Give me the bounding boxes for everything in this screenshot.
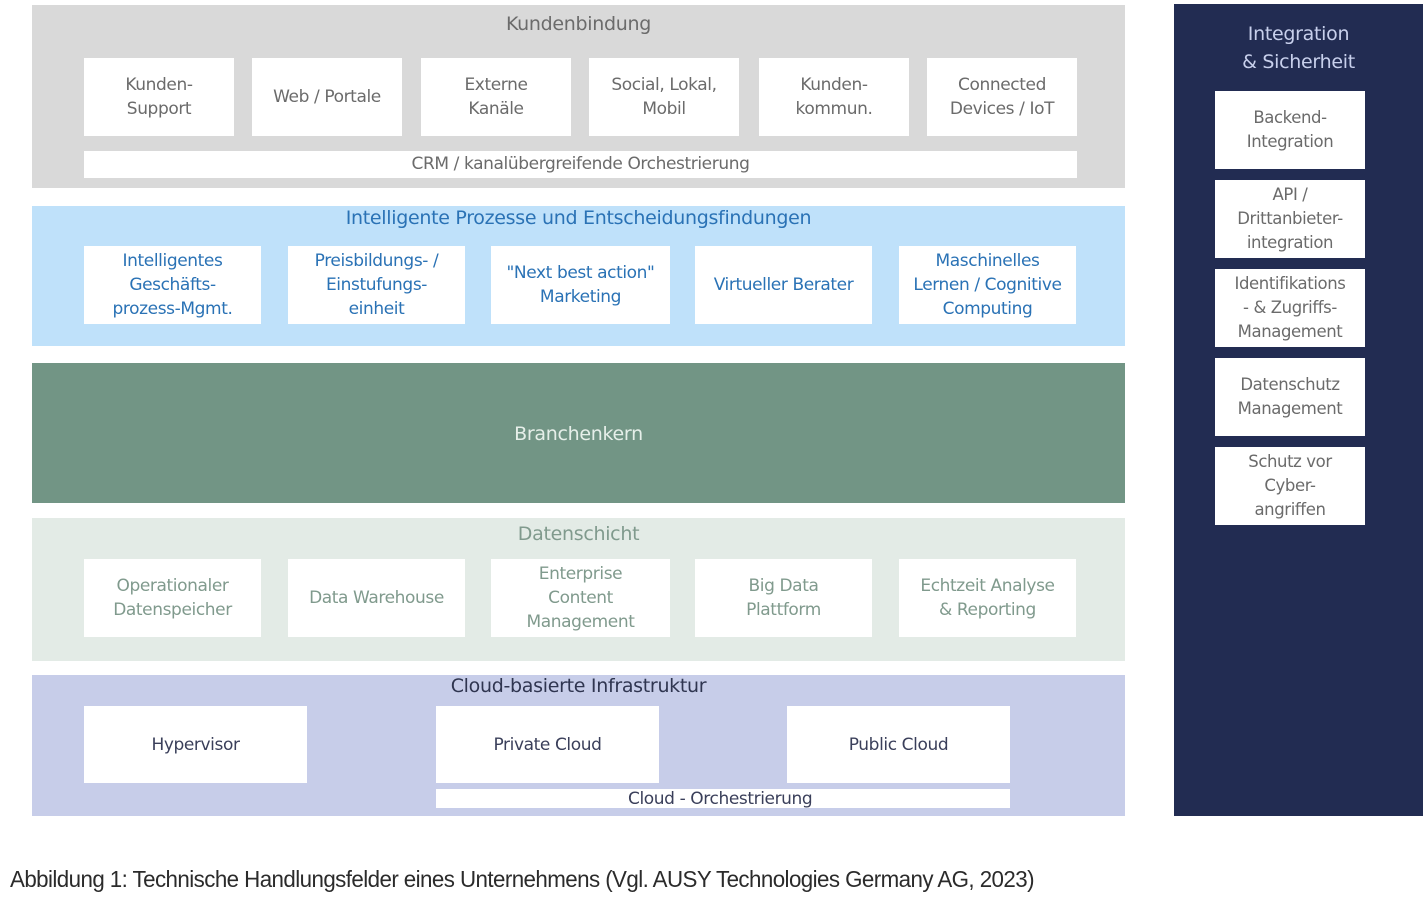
box-preisbildung: Preisbildungs- / Einstufungs- einheit xyxy=(288,246,465,324)
box-connected-devices: Connected Devices / IoT xyxy=(927,58,1077,136)
box-big-data-plattform: Big Data Plattform xyxy=(695,559,872,637)
box-echtzeit-analyse: Echtzeit Analyse & Reporting xyxy=(899,559,1076,637)
box-maschinelles-lernen: Maschinelles Lernen / Cognitive Computin… xyxy=(899,246,1076,324)
box-social-lokal-mobil: Social, Lokal, Mobil xyxy=(589,58,739,136)
box-cyberschutz: Schutz vor Cyber- angriffen xyxy=(1215,447,1365,525)
layer-kundenbindung: Kundenbindung Kunden- Support Web / Port… xyxy=(32,5,1125,188)
layer-branchenkern: Branchenkern xyxy=(32,363,1125,503)
box-public-cloud: Public Cloud xyxy=(787,706,1010,783)
bar-cloud-orchestrierung: Cloud - Orchestrierung xyxy=(436,789,1010,809)
box-datenschutz: Datenschutz Management xyxy=(1215,358,1365,436)
layer-datenschicht: Datenschicht Operationaler Datenspeicher… xyxy=(32,518,1125,661)
box-geschaeftsprozess-mgmt: Intelligentes Geschäfts- prozess-Mgmt. xyxy=(84,246,261,324)
box-kundenkommunikation: Kunden- kommun. xyxy=(759,58,909,136)
box-operationaler-datenspeicher: Operationaler Datenspeicher xyxy=(84,559,261,637)
box-backend-integration: Backend- Integration xyxy=(1215,91,1365,169)
box-next-best-action: "Next best action" Marketing xyxy=(491,246,670,324)
box-hypervisor: Hypervisor xyxy=(84,706,307,783)
layer-title-cloud: Cloud-basierte Infrastruktur xyxy=(450,675,707,697)
box-enterprise-content-mgmt: Enterprise Content Management xyxy=(491,559,670,637)
layer-title-datenschicht: Datenschicht xyxy=(517,523,640,545)
layer-title-branchenkern: Branchenkern xyxy=(514,423,643,445)
box-externe-kanaele: Externe Kanäle xyxy=(421,58,571,136)
box-web-portale: Web / Portale xyxy=(252,58,402,136)
bar-crm-orchestrierung: CRM / kanalübergreifende Orchestrierung xyxy=(84,151,1077,178)
panel-title-integration: Integration & Sicherheit xyxy=(1242,23,1355,73)
bar-cloud-orchestrierung-label: Cloud - Orchestrierung xyxy=(628,789,813,809)
layer-title-kundenbindung: Kundenbindung xyxy=(505,13,652,35)
box-virtueller-berater: Virtueller Berater xyxy=(695,246,872,324)
figure-caption: Abbildung 1: Technische Handlungsfelder … xyxy=(10,866,1035,892)
box-identifikation-zugriff: Identifikations - & Zugriffs- Management xyxy=(1215,269,1365,347)
layer-title-prozesse: Intelligente Prozesse und Entscheidungsf… xyxy=(345,207,812,229)
box-kunden-support: Kunden- Support xyxy=(84,58,234,136)
box-api-drittanbieter: API / Drittanbieter- integration xyxy=(1215,180,1365,258)
layer-intelligente-prozesse: Intelligente Prozesse und Entscheidungsf… xyxy=(32,206,1125,346)
panel-integration-sicherheit: Integration & Sicherheit Backend- Integr… xyxy=(1174,4,1423,816)
box-data-warehouse: Data Warehouse xyxy=(288,559,465,637)
layer-cloud-infrastruktur: Cloud-basierte Infrastruktur Hypervisor … xyxy=(32,675,1125,816)
box-private-cloud: Private Cloud xyxy=(436,706,659,783)
